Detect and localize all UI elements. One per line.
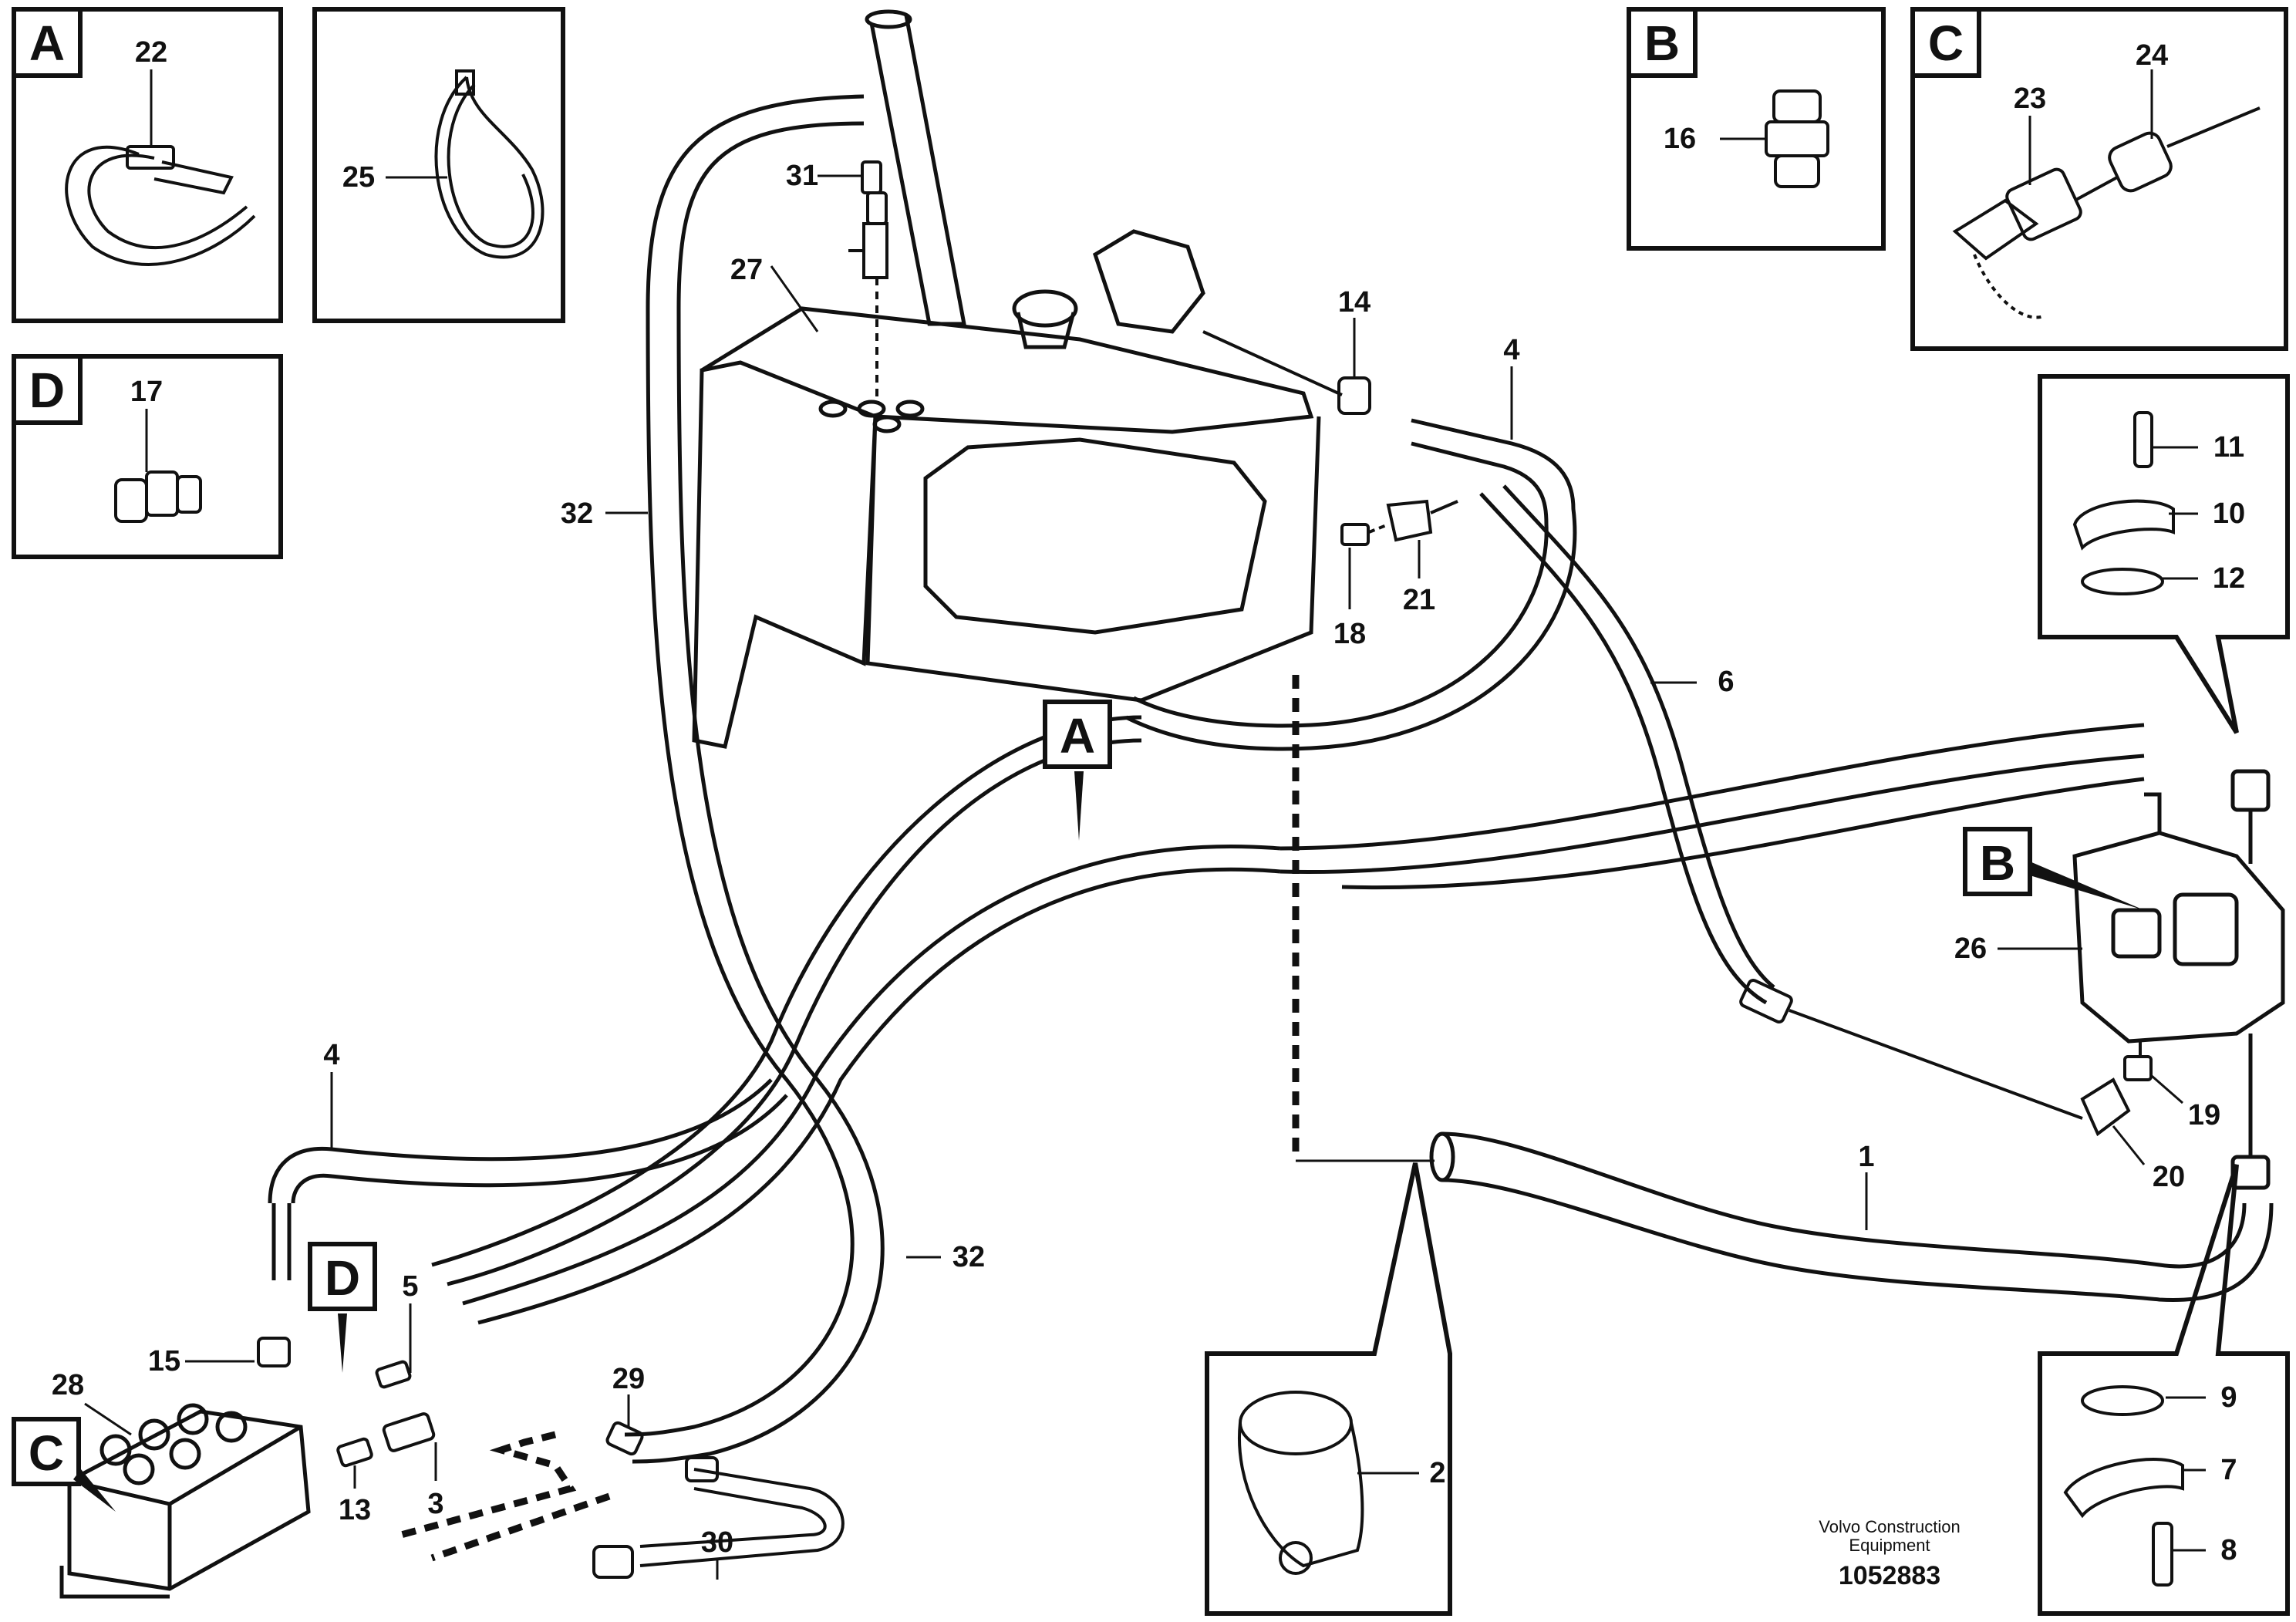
pump-26-drawing (2072, 769, 2285, 1190)
part-9-label: 9 (2220, 1381, 2237, 1414)
part-25-label: 25 (342, 161, 375, 194)
part-2-label: 2 (1429, 1457, 1445, 1489)
part-20-label: 20 (2153, 1161, 2185, 1193)
callout-a-letter: A (1060, 708, 1095, 764)
detail-box-a (12, 7, 283, 323)
part-27-label: 27 (730, 254, 763, 286)
part-10-label: 10 (2213, 497, 2245, 530)
plug-17-drawing (114, 470, 202, 523)
footer: Volvo Construction Equipment 1052883 (1774, 1518, 2005, 1591)
part-19-label: 19 (2188, 1099, 2220, 1131)
callout-a (1043, 700, 1112, 841)
part-15-label: 15 (148, 1345, 180, 1378)
document-number: 1052883 (1838, 1561, 1941, 1590)
brand-line-1: Volvo Construction (1819, 1517, 1961, 1536)
detail-box-b (1627, 7, 1886, 251)
detail-box-c (1910, 7, 2288, 351)
hydraulic-tank-drawing (692, 9, 1321, 749)
hose-bundle-valve-lines (431, 715, 2145, 1325)
hose-4-upper (1124, 418, 1577, 751)
part-22-label: 22 (135, 36, 167, 69)
detail-box-hose-clamp (1205, 1162, 1452, 1616)
part-8-label: 8 (2220, 1534, 2237, 1566)
part-30-label: 30 (701, 1526, 733, 1559)
callout-d (308, 1242, 377, 1373)
part-17-label: 17 (130, 376, 163, 408)
detail-box-flange-upper (2038, 374, 2290, 734)
cable-tie-25-drawing (434, 69, 544, 259)
part-11-label: 11 (2213, 431, 2244, 464)
detail-box-c-letter: C (1928, 15, 1964, 71)
callout-b (1963, 827, 2144, 910)
clamp-22-drawing (65, 145, 256, 266)
hose-32 (624, 94, 885, 1464)
part-32-upper-label: 32 (561, 497, 593, 530)
callout-d-letter: D (325, 1250, 360, 1306)
flange-7-8-9-drawing (2063, 1385, 2184, 1587)
part-6-label: 6 (1718, 666, 1734, 698)
brand-line-2: Equipment (1849, 1536, 1930, 1555)
detail-box-d-letter: D (29, 363, 65, 418)
part-12-label: 12 (2213, 562, 2245, 595)
part-23-label: 23 (2014, 83, 2046, 115)
part-32-lower-label: 32 (952, 1241, 985, 1273)
part-29-label: 29 (612, 1363, 645, 1395)
part-4-lower-label: 4 (323, 1039, 339, 1071)
hose-clamp-2-drawing (1238, 1391, 1364, 1575)
detail-box-d (12, 354, 283, 559)
part-4-upper-label: 4 (1503, 334, 1519, 366)
part-18-label: 18 (1333, 618, 1366, 650)
detail-box-cable-tie (312, 7, 565, 323)
part-31-label: 31 (786, 160, 818, 192)
fitting-16-drawing (1765, 89, 1829, 188)
part-21-label: 21 (1403, 584, 1435, 616)
fittings-14-18-21-drawing (1202, 330, 1458, 546)
part-16-label: 16 (1664, 123, 1696, 155)
callout-c (12, 1417, 116, 1512)
part-1-label: 1 (1858, 1141, 1874, 1173)
callout-c-letter: C (29, 1425, 64, 1481)
hose-4-lower (268, 1078, 788, 1280)
quick-coupling-23-24-drawing (1952, 106, 2261, 319)
part-28-label: 28 (52, 1369, 84, 1401)
fittings-valve-lines-drawing (257, 1337, 845, 1579)
part-7-label: 7 (2220, 1454, 2237, 1486)
fittings-19-20-drawing (1739, 978, 2153, 1137)
part-13-label: 13 (339, 1494, 371, 1526)
hose-1 (1429, 1131, 2274, 1303)
dashed-drain-line (400, 675, 1300, 1562)
part-24-label: 24 (2136, 39, 2168, 72)
part-26-label: 26 (1954, 932, 1987, 965)
part-5-label: 5 (402, 1270, 418, 1303)
part-3-label: 3 (427, 1488, 443, 1520)
callout-b-letter: B (1980, 835, 2015, 891)
flange-10-11-12-drawing (2072, 411, 2175, 595)
control-valve-28-drawing (59, 1403, 311, 1599)
part-14-label: 14 (1338, 286, 1371, 319)
detail-box-flange-lower (2038, 1164, 2290, 1616)
hose-6 (1479, 484, 1775, 1005)
detail-box-a-letter: A (29, 15, 65, 71)
tee-fitting-31-drawing (848, 160, 888, 401)
detail-box-b-letter: B (1644, 15, 1680, 71)
